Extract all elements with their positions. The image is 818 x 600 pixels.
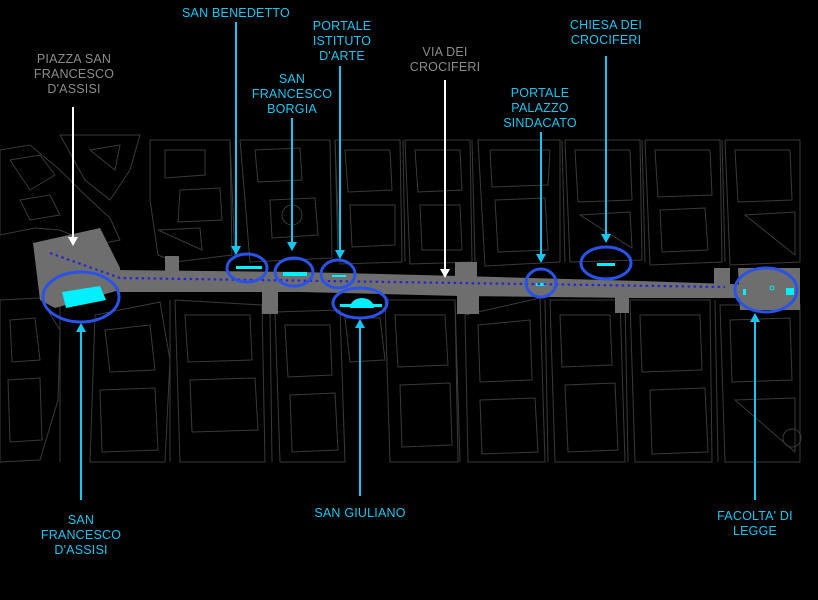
poi-san-giuliano-dome (350, 298, 374, 308)
arrowhead (750, 313, 760, 322)
label-line: BORGIA (267, 102, 317, 116)
ring-palazzo-sindacato (524, 267, 558, 299)
facolta-square (738, 268, 800, 310)
poi-san-francesco-assisi (62, 286, 106, 308)
label-line: FACOLTA' DI (717, 509, 793, 523)
label-line: PALAZZO (511, 101, 569, 115)
label-line: D'ARTE (319, 49, 365, 63)
label-line: PIAZZA SAN (36, 52, 112, 66)
leader-lines (68, 22, 760, 500)
via-dei-crociferi (118, 270, 760, 298)
arrowhead (601, 234, 611, 243)
poi-facolta-legge-a (743, 289, 746, 295)
arrowhead (231, 246, 241, 255)
label-line: PORTALE (510, 86, 570, 100)
label-line: FRANCESCO (251, 87, 333, 101)
arrowhead (355, 319, 365, 328)
ring-facolta-legge (733, 266, 799, 314)
label-line: CROCIFERI (409, 60, 481, 74)
arrowhead (536, 254, 546, 263)
label-line: FRANCESCO (40, 528, 122, 542)
label-line: ISTITUTO (312, 34, 372, 48)
label-line: SAN BENEDETTO (182, 6, 290, 20)
label-line: SAN (67, 513, 95, 527)
building-outlines (0, 134, 802, 463)
ring-san-giuliano (331, 286, 389, 320)
arrowhead (287, 242, 297, 251)
poi-san-francesco-borgia (283, 272, 307, 276)
label-line: PORTALE (312, 19, 372, 33)
label-san-giuliano: SAN GIULIANO (300, 506, 420, 521)
label-line: SAN (278, 72, 306, 86)
poi-facolta-legge-dot (769, 285, 775, 291)
poi-palazzo-sindacato (536, 283, 546, 286)
arrowhead (440, 269, 450, 278)
highlight-rings (41, 245, 799, 324)
crossing-stub (165, 256, 179, 274)
ring-chiesa-crociferi (579, 245, 633, 281)
ring-san-benedetto (225, 252, 269, 284)
arrowhead (76, 323, 86, 332)
poi-chiesa-crociferi (597, 263, 615, 266)
arrowhead (68, 237, 78, 246)
ring-san-francesco-assisi (41, 270, 121, 324)
crossing-stub (615, 295, 629, 313)
label-line: D'ASSISI (54, 543, 108, 557)
label-line: SAN GIULIANO (314, 506, 406, 520)
label-line: SINDACATO (503, 116, 577, 130)
poi-portale-istituto-arte (332, 275, 346, 277)
crossing-stub (457, 292, 479, 314)
poi-facolta-legge-b (786, 288, 794, 295)
ring-portale-istituto-arte (319, 258, 357, 290)
label-san-benedetto: SAN BENEDETTO (174, 6, 298, 21)
street-network (33, 228, 800, 314)
poi-markers (62, 263, 794, 308)
ring-san-francesco-borgia (273, 256, 315, 288)
crossing-stub (262, 288, 278, 314)
crossing-stub (714, 268, 730, 286)
crossing-stub (455, 262, 477, 280)
label-line: CROCIFERI (570, 33, 642, 47)
route-path (49, 251, 726, 289)
label-line: CHIESA DEI (569, 18, 643, 32)
label-line: VIA DEI (422, 45, 468, 59)
label-line: D'ASSISI (47, 82, 101, 96)
poi-san-benedetto (236, 266, 262, 269)
label-line: LEGGE (732, 524, 778, 538)
label-line: FRANCESCO (33, 67, 115, 81)
arrowhead (335, 250, 345, 259)
